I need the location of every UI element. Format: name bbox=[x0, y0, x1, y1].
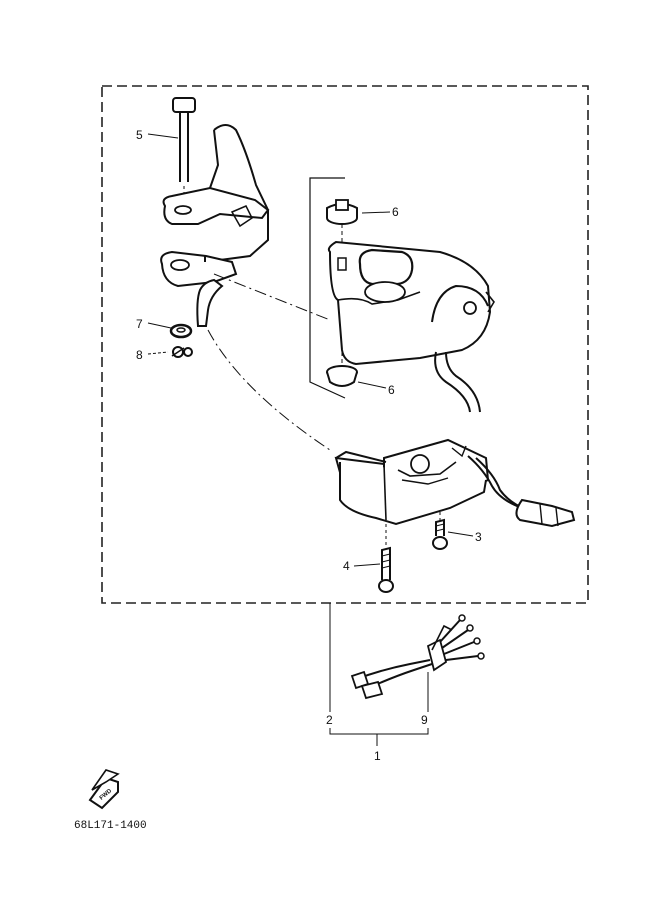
part-3-screw bbox=[432, 512, 448, 550]
fwd-arrow-icon: FWD bbox=[88, 769, 120, 810]
assembly-boundary bbox=[101, 85, 589, 604]
mounting-bracket bbox=[160, 124, 270, 327]
callout-6-top: 6 bbox=[392, 205, 399, 219]
callout-9: 9 bbox=[421, 713, 428, 727]
callout-6-bottom: 6 bbox=[388, 383, 395, 397]
part-4-screw bbox=[378, 524, 394, 593]
switch-box bbox=[334, 438, 576, 528]
callout-7: 7 bbox=[136, 317, 143, 331]
part-9-wire-harness bbox=[350, 614, 485, 700]
callout-3: 3 bbox=[475, 530, 482, 544]
part-6-grommet-top bbox=[326, 199, 358, 258]
part-5-bolt bbox=[172, 97, 196, 200]
callout-8: 8 bbox=[136, 348, 143, 362]
callout-5: 5 bbox=[136, 128, 143, 142]
part-6-grommet-bottom bbox=[326, 352, 358, 387]
diagram-code: 68L171-1400 bbox=[74, 820, 147, 832]
switch-housing bbox=[327, 240, 495, 366]
part-7-nut bbox=[169, 323, 193, 339]
part-8-washer bbox=[171, 346, 193, 358]
callout-1: 1 bbox=[374, 749, 381, 763]
callout-4: 4 bbox=[343, 559, 350, 573]
callout-2: 2 bbox=[326, 713, 333, 727]
